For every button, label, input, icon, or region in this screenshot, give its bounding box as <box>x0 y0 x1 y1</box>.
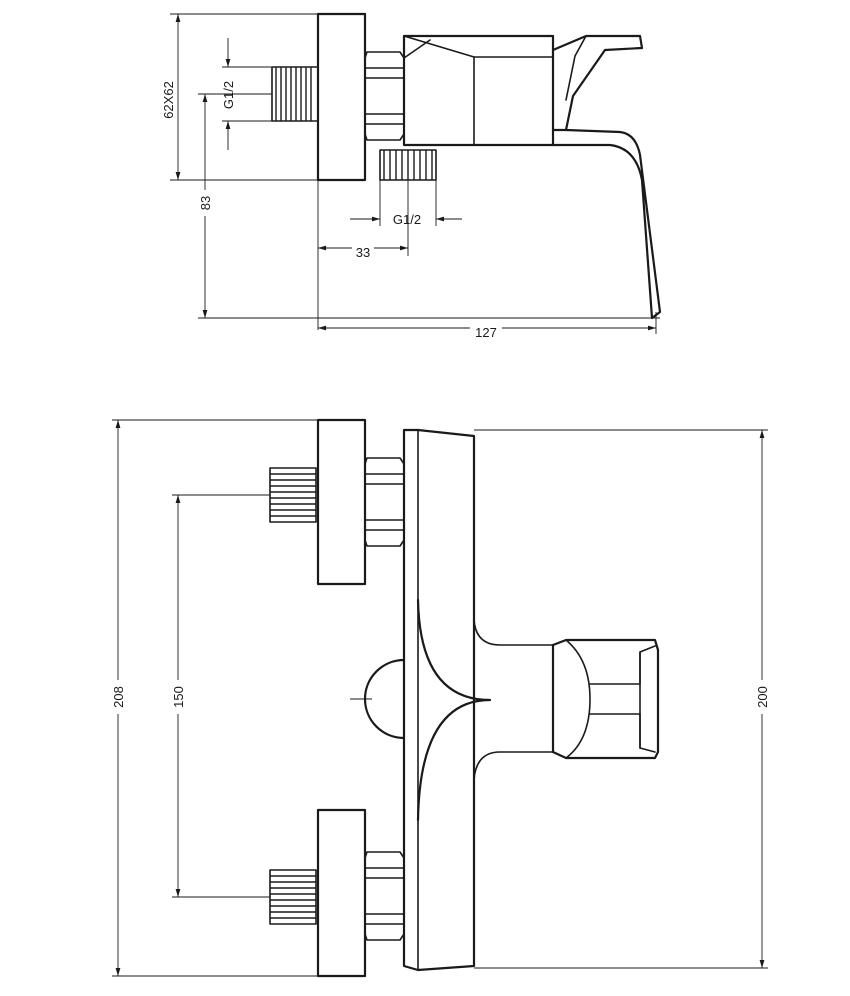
mixer-body-side <box>402 34 555 147</box>
outlet-thread <box>379 149 437 181</box>
inlet-thread <box>271 66 319 122</box>
dim-total-height: 208 <box>108 419 318 977</box>
dim-height: 83 <box>196 93 660 319</box>
hex-nut <box>364 51 405 141</box>
front-view: 208 150 200 <box>108 418 772 978</box>
upper-flange <box>316 418 367 586</box>
dim-flange-size: 62X62 <box>161 13 318 181</box>
mixer-body-front <box>350 428 555 972</box>
upper-hex-nut <box>364 457 405 547</box>
dim-inlet-spacing-label: 150 <box>171 686 186 708</box>
dim-body-height-label: 200 <box>755 686 770 708</box>
dim-inlet-thread-label: G1/2 <box>221 81 236 109</box>
lower-hex-nut <box>364 851 405 941</box>
upper-inlet-thread <box>269 467 317 523</box>
dim-depth: 127 <box>318 312 657 341</box>
lever-handle-side <box>551 34 662 320</box>
dim-depth-label: 127 <box>475 325 497 340</box>
dim-body-height: 200 <box>474 429 772 969</box>
lower-flange <box>316 808 367 978</box>
dim-offset: 33 <box>317 180 409 330</box>
dim-flange-label: 62X62 <box>161 81 176 119</box>
dim-offset-label: 33 <box>356 245 370 260</box>
dim-outlet-thread: G1/2 <box>350 180 462 227</box>
wall-flange <box>316 12 367 182</box>
dim-inlet-spacing: 150 <box>168 494 270 898</box>
dim-inlet-thread: G1/2 <box>221 38 272 150</box>
lower-inlet-thread <box>269 869 317 925</box>
side-view: 62X62 G1/2 83 G1/2 <box>161 12 662 341</box>
dim-height-label: 83 <box>198 196 213 210</box>
lever-handle-front <box>551 638 660 760</box>
dim-outlet-thread-label: G1/2 <box>393 212 421 227</box>
dim-total-height-label: 208 <box>111 686 126 708</box>
